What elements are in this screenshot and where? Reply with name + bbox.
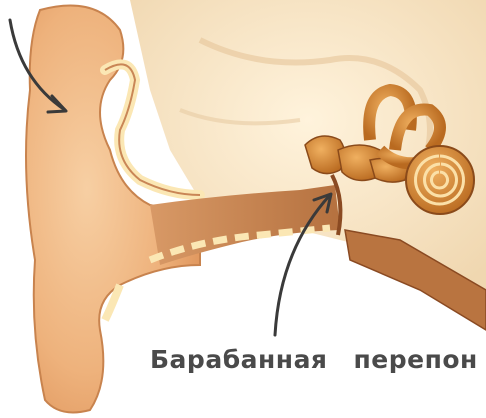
- eardrum-label: Барабанная перепон: [150, 345, 478, 374]
- eardrum-label-word2: перепон: [354, 345, 478, 374]
- cochlea: [406, 146, 474, 214]
- eardrum-label-word1: Барабанная: [150, 345, 328, 374]
